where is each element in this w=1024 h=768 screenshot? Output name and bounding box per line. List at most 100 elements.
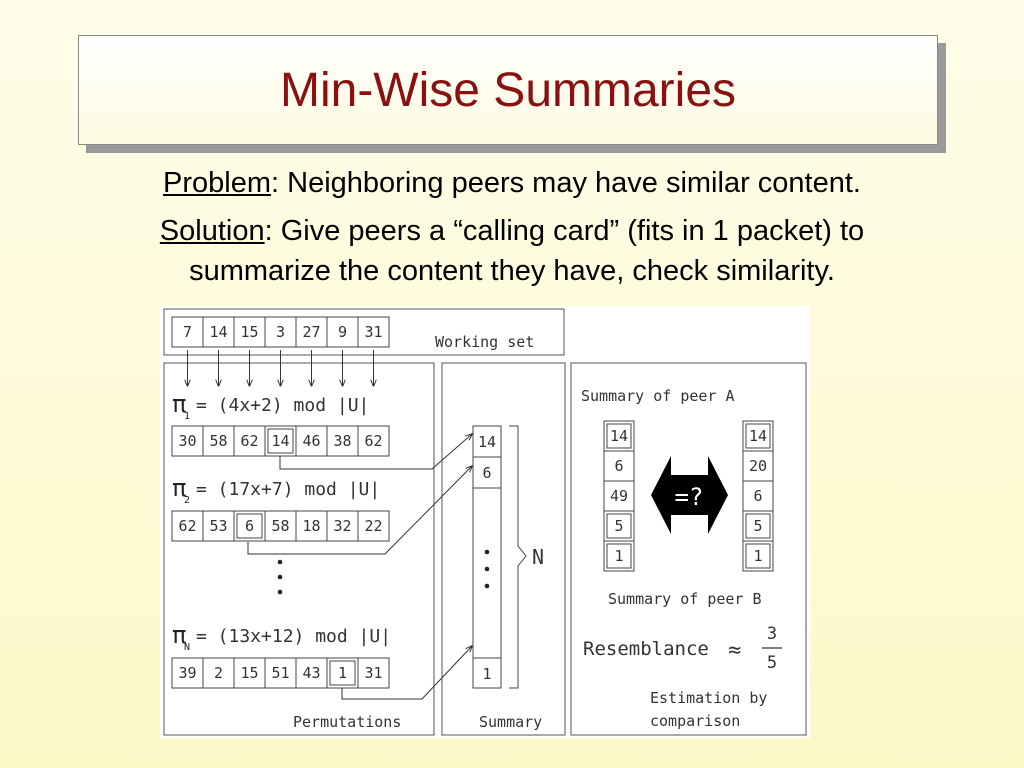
pi-2-subscript: 2	[184, 495, 190, 506]
perm-3-value: 39	[178, 664, 196, 682]
peer-a-match-highlight	[606, 513, 632, 539]
slide-title: Min-Wise Summaries	[279, 63, 737, 117]
summary-brace	[509, 425, 527, 689]
solution-label: Solution	[159, 215, 265, 247]
perm-1-value: 46	[302, 432, 320, 450]
ellipsis-dot	[277, 589, 283, 595]
estimation-label-2: comparison	[650, 712, 740, 730]
pi-n-symbol: π	[172, 621, 186, 649]
summary-panel	[441, 362, 566, 736]
peer-a-cell	[603, 540, 635, 572]
perm-3-cell	[357, 657, 390, 689]
resemblance-label: Resemblance	[583, 638, 709, 660]
resemblance-numerator: 3	[767, 624, 777, 644]
working-set-value: 31	[364, 323, 382, 341]
peer-a-value: 14	[610, 427, 628, 445]
solution-text-1: : Give peers a “calling card” (fits in 1…	[264, 215, 865, 247]
peer-a-value: 1	[614, 547, 623, 565]
min-arrow-1	[279, 434, 472, 470]
peer-b-cell	[742, 540, 774, 572]
working-set-value: 3	[276, 323, 285, 341]
problem-label: Problem	[163, 167, 272, 199]
pi-1-symbol: π	[172, 390, 186, 418]
resemblance-approx: ≈	[728, 638, 741, 663]
summary-value-1: 14	[478, 433, 496, 451]
working-set-value: 9	[338, 323, 347, 341]
summary-ellipsis-dot	[484, 566, 490, 572]
summary-ellipsis-dot	[484, 549, 490, 555]
ellipsis-dot	[277, 574, 283, 580]
perm-1-value: 62	[240, 432, 258, 450]
peer-a-match-highlight	[606, 543, 632, 569]
diagram-background	[160, 306, 810, 738]
peer-a-match-highlight	[606, 423, 632, 449]
pi-n-formula: = (13x+12) mod |U|	[196, 626, 391, 647]
working-set-panel	[163, 308, 565, 356]
perm-1-min-highlight	[267, 428, 294, 454]
working-set-value: 7	[183, 323, 192, 341]
compare-arrow-icon	[651, 456, 728, 534]
comparison-panel	[570, 362, 807, 736]
perm-1-value: 58	[209, 432, 227, 450]
perm-2-value: 53	[209, 517, 227, 535]
working-set-arrows	[188, 350, 374, 386]
perm-2-value: 6	[245, 517, 254, 535]
pi-n-subscript: N	[184, 642, 190, 653]
working-set-cell	[357, 316, 390, 348]
summary-ellipsis-dot	[484, 583, 490, 589]
summary-value-2: 6	[482, 464, 491, 482]
working-set-value: 15	[240, 323, 258, 341]
peer-a-label: Summary of peer A	[581, 387, 735, 405]
ellipsis-dot	[277, 559, 283, 565]
perm-3-min-highlight	[329, 660, 356, 686]
perm-1-value: 30	[178, 432, 196, 450]
peer-a-summary: 14 6 49 5 1	[603, 420, 635, 572]
peer-a-value: 5	[614, 517, 623, 535]
perm-2-cell	[357, 510, 390, 542]
compare-symbol: =?	[675, 483, 704, 511]
problem-text: : Neighboring peers may have similar con…	[271, 167, 861, 199]
pi-1-subscript: 1	[184, 411, 190, 422]
perm-2-value: 58	[271, 517, 289, 535]
summary-label: Summary	[479, 713, 542, 731]
perm-3-value: 43	[302, 664, 320, 682]
problem-line: Problem: Neighboring peers may have simi…	[60, 163, 964, 203]
perm-2-min-highlight	[236, 513, 263, 539]
estimation-label-1: Estimation by	[650, 689, 767, 707]
peer-a-value: 49	[610, 487, 628, 505]
working-set-value: 27	[302, 323, 320, 341]
perm-3-value: 1	[338, 664, 347, 682]
min-arrow-n	[341, 646, 472, 700]
perm-1-value: 62	[364, 432, 382, 450]
perm-2-value: 32	[333, 517, 351, 535]
perm-3-value: 2	[214, 664, 223, 682]
peer-b-value: 5	[753, 517, 762, 535]
peer-b-value: 20	[749, 457, 767, 475]
title-box: Min-Wise Summaries	[78, 35, 938, 145]
solution-text-2: summarize the content they have, check s…	[189, 255, 835, 287]
peer-b-value: 1	[753, 547, 762, 565]
perm-3-value: 51	[271, 664, 289, 682]
perm-2-value: 22	[364, 517, 382, 535]
working-set-row: 7 14 15 3 27 9 31	[171, 316, 390, 348]
peer-b-match-highlight	[745, 513, 771, 539]
perm-1-cell	[357, 425, 390, 457]
peer-b-value: 6	[753, 487, 762, 505]
peer-a-value: 6	[614, 457, 623, 475]
perm-2-value: 18	[302, 517, 320, 535]
peer-b-value: 14	[749, 427, 767, 445]
summary-column	[472, 425, 502, 689]
peer-b-match-highlight	[745, 543, 771, 569]
resemblance-denominator: 5	[767, 653, 777, 673]
summary-n-label: N	[532, 545, 544, 569]
summary-value-n: 1	[482, 665, 491, 683]
min-arrow-2	[247, 466, 472, 555]
working-set-value: 14	[209, 323, 227, 341]
perm-1-value: 38	[333, 432, 351, 450]
solution-line: Solution: Give peers a “calling card” (f…	[60, 211, 964, 291]
peer-b-summary: 14 20 6 5 1	[742, 420, 774, 572]
peer-b-label: Summary of peer B	[608, 590, 762, 608]
